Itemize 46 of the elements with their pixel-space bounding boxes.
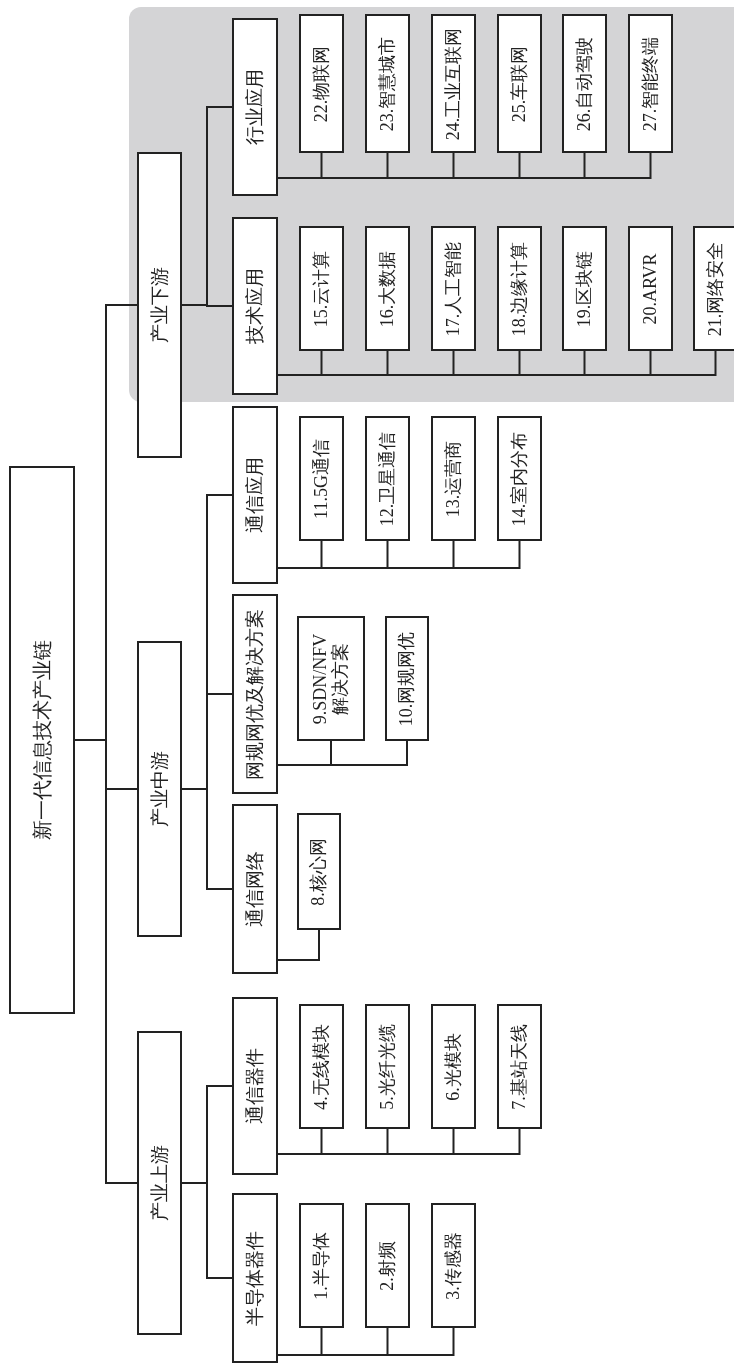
category-box: 行业应用 bbox=[232, 18, 278, 196]
item-box: 17.人工智能 bbox=[431, 226, 476, 351]
item-box: 19.区块链 bbox=[562, 226, 607, 351]
item-box: 25.车联网 bbox=[497, 14, 542, 153]
category-box: 半导体器件 bbox=[232, 1193, 278, 1363]
item-box: 5.光纤光缆 bbox=[365, 1004, 410, 1129]
connector-line bbox=[181, 106, 233, 306]
category-box: 通信器件 bbox=[232, 997, 278, 1175]
category-box: 技术应用 bbox=[232, 217, 278, 395]
item-box: 16.大数据 bbox=[365, 226, 410, 351]
item-box: 18.边缘计算 bbox=[497, 226, 542, 351]
item-box: 12.卫星通信 bbox=[365, 416, 410, 541]
connector-line bbox=[277, 1327, 455, 1356]
item-box: 6.光模块 bbox=[431, 1004, 476, 1129]
connector-line bbox=[277, 1128, 521, 1155]
connector-line bbox=[181, 1085, 233, 1184]
root-box: 新一代信息技术产业链 bbox=[9, 466, 75, 1014]
connector-line bbox=[277, 740, 408, 766]
item-box: 14.室内分布 bbox=[497, 416, 542, 541]
stage-box: 产业上游 bbox=[137, 1031, 182, 1335]
item-box: 23.智慧城市 bbox=[365, 14, 410, 153]
category-box: 网规网优及解决方案 bbox=[232, 594, 278, 794]
item-box: 4.无线模块 bbox=[299, 1004, 344, 1129]
item-box: 27.智能终端 bbox=[628, 14, 673, 153]
item-box: 20.ARVR bbox=[628, 226, 673, 351]
item-box: 2.射频 bbox=[365, 1203, 410, 1328]
item-box: 8.核心网 bbox=[297, 813, 341, 930]
stage-box: 产业下游 bbox=[137, 152, 182, 458]
stage-box: 产业中游 bbox=[137, 641, 182, 937]
connector-line bbox=[277, 929, 320, 961]
item-box: 9.SDN/NFV解决方案 bbox=[297, 616, 365, 741]
item-box: 24.工业互联网 bbox=[431, 14, 476, 153]
category-box: 通信应用 bbox=[232, 406, 278, 584]
item-box: 21.网络安全 bbox=[693, 226, 734, 351]
item-box: 1.半导体 bbox=[299, 1203, 344, 1328]
category-box: 通信网络 bbox=[232, 804, 278, 974]
item-box: 15.云计算 bbox=[299, 226, 344, 351]
connector-line bbox=[277, 540, 521, 569]
connector-line bbox=[181, 494, 233, 790]
item-box: 3.传感器 bbox=[431, 1203, 476, 1328]
item-box: 22.物联网 bbox=[299, 14, 344, 153]
item-box: 13.运营商 bbox=[431, 416, 476, 541]
item-box: 10.网规网优 bbox=[385, 616, 429, 741]
item-box: 11.5G通信 bbox=[299, 416, 344, 541]
item-box: 7.基站天线 bbox=[497, 1004, 542, 1129]
item-box: 26.自动驾驶 bbox=[562, 14, 607, 153]
